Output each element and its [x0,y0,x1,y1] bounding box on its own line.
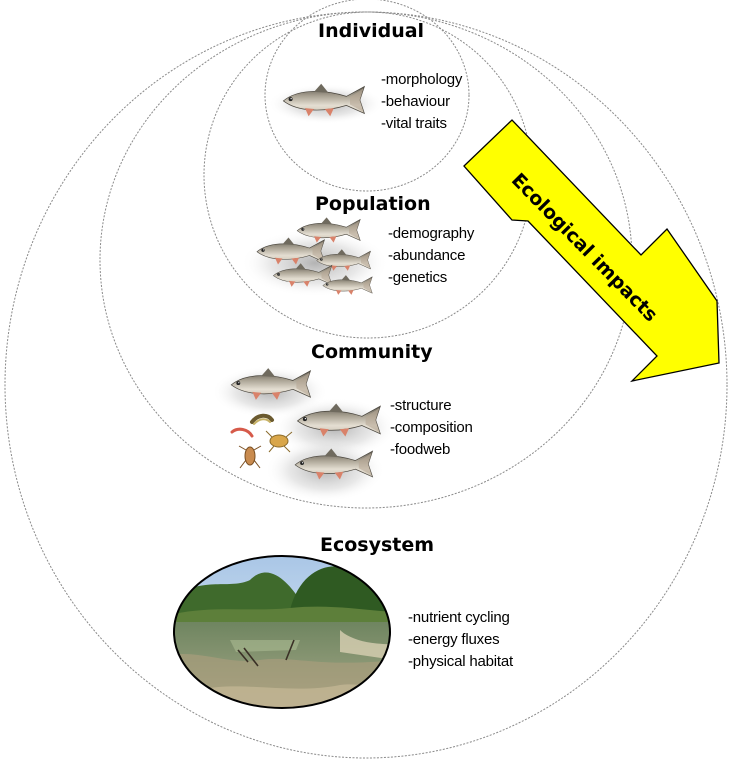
river-photo [170,554,395,714]
individual-traits: -morphology -behaviour -vital traits [381,69,462,135]
trait-item: -abundance [388,245,474,267]
trait-item: -physical habitat [408,651,513,673]
community-title: Community [311,341,433,363]
trait-item: -foodweb [390,439,473,461]
trait-item: -genetics [388,267,474,289]
invertebrate-icon [252,416,272,424]
population-title: Population [315,193,431,215]
trait-item: -morphology [381,69,462,91]
population-traits: -demography -abundance -genetics [388,223,474,289]
ecosystem-title: Ecosystem [320,534,434,556]
invertebrate-icon [239,446,261,468]
community-traits: -structure -composition -foodweb [390,395,473,461]
trait-item: -nutrient cycling [408,607,513,629]
trait-item: -demography [388,223,474,245]
individual-fish-group [268,84,384,124]
trait-item: -structure [390,395,473,417]
trait-item: -vital traits [381,113,462,135]
population-fish-group [241,217,389,297]
trait-item: -energy fluxes [408,629,513,651]
individual-title: Individual [318,20,424,42]
trait-item: -composition [390,417,473,439]
arrow-label: Ecological impacts [507,169,662,326]
ecological-impacts-arrow: Ecological impacts [464,120,719,381]
community-organisms-group [212,366,397,502]
ecosystem-traits: -nutrient cycling -energy fluxes -physic… [408,607,513,673]
trait-item: -behaviour [381,91,462,113]
invertebrate-icon [232,429,252,436]
